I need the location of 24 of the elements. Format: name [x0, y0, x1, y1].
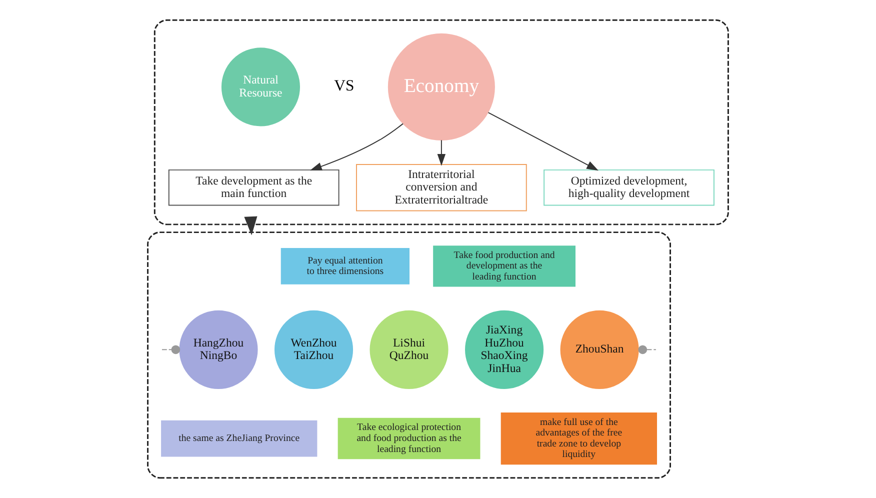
node-circle: HangZhou NingBo: [179, 310, 258, 389]
node-box: Optimized development, high-quality development: [544, 169, 714, 206]
node-circle: WenZhou TaiZhou: [274, 310, 354, 389]
connector: [161, 349, 172, 350]
arrow: [310, 123, 404, 170]
node-box: the same as ZheJiang Province: [161, 420, 318, 457]
node-box: make full use of the advantages of the free trade zone to develop liquidity: [500, 412, 657, 465]
node-circle: JiaXing HuZhou ShaoXing JinHua: [465, 310, 544, 389]
node-box: Take food production and development as the leading function: [433, 246, 576, 287]
label: VS: [334, 78, 354, 95]
cluster: [147, 232, 671, 479]
arrow: [488, 112, 598, 171]
node-box: Take development as the main function: [168, 169, 340, 206]
node-box: Take ecological protection and food production as the leading function: [338, 418, 480, 460]
node-circle: Economy: [388, 33, 495, 140]
node-box: Intraterritorial conversion and Extraterritorialtrade: [356, 164, 527, 212]
arrow: [437, 140, 446, 166]
node-box: Pay equal attention to three dimensions: [280, 248, 410, 284]
cluster: [154, 19, 729, 226]
node-circle: ZhouShan: [560, 310, 639, 389]
node-circle: LiShui QuZhou: [370, 310, 448, 389]
node-circle: Natural Resourse: [221, 48, 300, 126]
arrow: [244, 216, 258, 236]
connector: [646, 349, 656, 350]
